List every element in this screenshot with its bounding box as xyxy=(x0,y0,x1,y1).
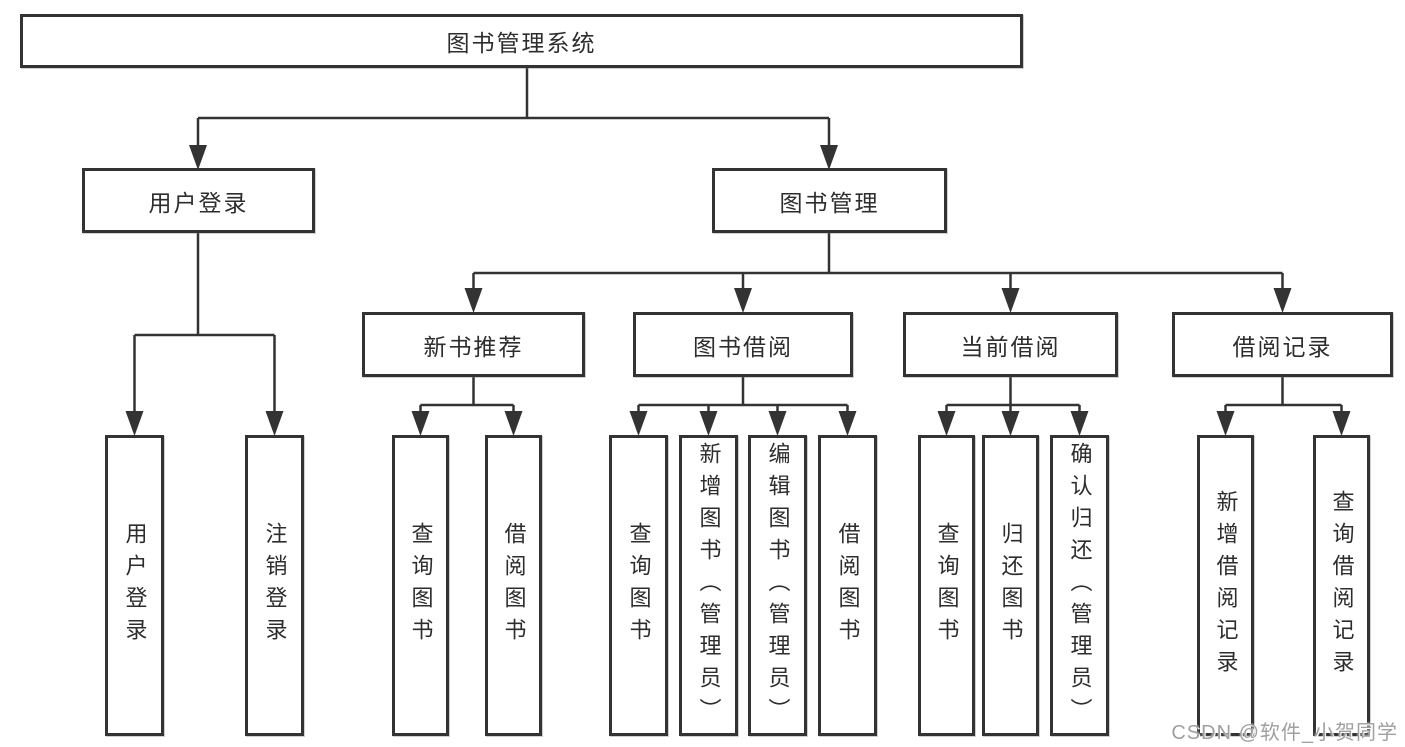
node-box-current-borrowing: 当前借阅 xyxy=(903,312,1118,377)
leaf-label-edit-books-admin: 编辑图书（管理员） xyxy=(765,441,791,730)
leaf-label-logout-login: 注销登录 xyxy=(262,521,288,650)
leaf-box-logout-login: 注销登录 xyxy=(245,435,304,736)
connector-book-borrow-to-leaves xyxy=(637,377,849,413)
leaf-box-borrow-books: 借阅图书 xyxy=(818,435,877,736)
node-label-new-book-recommend: 新书推荐 xyxy=(423,333,524,360)
leaf-label-query-books-current: 查询图书 xyxy=(934,521,960,650)
node-label-root: 图书管理系统 xyxy=(446,30,597,56)
leaf-box-edit-books-admin: 编辑图书（管理员） xyxy=(748,435,807,736)
connector-user-login-to-leaves xyxy=(133,233,276,413)
leaf-box-add-books-admin: 新增图书（管理员） xyxy=(679,435,738,736)
node-box-user-login: 用户登录 xyxy=(82,168,315,233)
connector-current-borrow-to-leaves xyxy=(945,377,1081,413)
node-box-book-management: 图书管理 xyxy=(712,168,947,233)
leaf-label-query-books-new: 查询图书 xyxy=(408,521,434,650)
leaf-box-user-login: 用户登录 xyxy=(105,435,164,736)
leaf-label-add-books-admin: 新增图书（管理员） xyxy=(696,441,722,730)
leaf-label-query-borrow-record: 查询借阅记录 xyxy=(1329,489,1355,682)
leaf-label-user-login: 用户登录 xyxy=(122,521,148,650)
leaf-label-borrow-books: 借阅图书 xyxy=(835,521,861,650)
leaf-box-borrow-books-new: 借阅图书 xyxy=(485,435,542,736)
connector-book-mgmt-to-sections xyxy=(472,233,1284,290)
connector-records-to-leaves xyxy=(1224,377,1343,413)
node-box-book-borrowing: 图书借阅 xyxy=(633,312,853,377)
leaf-label-return-books: 归还图书 xyxy=(998,521,1024,650)
node-label-book-borrowing: 图书借阅 xyxy=(693,333,793,360)
leaf-box-query-books-borrow: 查询图书 xyxy=(609,435,668,736)
connector-root-to-level2 xyxy=(196,68,831,147)
node-label-user-login: 用户登录 xyxy=(148,189,249,216)
arrowheads xyxy=(125,145,1351,436)
leaf-label-borrow-books-new: 借阅图书 xyxy=(501,521,527,650)
leaf-label-confirm-return-admin: 确认归还（管理员） xyxy=(1067,441,1093,730)
leaf-box-query-borrow-record: 查询借阅记录 xyxy=(1313,435,1370,736)
node-box-root: 图书管理系统 xyxy=(20,14,1023,68)
leaf-label-query-books-borrow: 查询图书 xyxy=(626,521,652,650)
leaf-box-add-borrow-record: 新增借阅记录 xyxy=(1197,435,1254,736)
leaf-label-add-borrow-record: 新增借阅记录 xyxy=(1213,489,1239,682)
node-label-borrowing-records: 借阅记录 xyxy=(1232,333,1333,360)
node-label-current-borrowing: 当前借阅 xyxy=(960,333,1061,360)
leaf-box-query-books-new: 查询图书 xyxy=(392,435,449,736)
leaf-box-confirm-return-admin: 确认归还（管理员） xyxy=(1050,435,1109,736)
leaf-box-query-books-current: 查询图书 xyxy=(918,435,975,736)
node-label-book-management: 图书管理 xyxy=(779,189,880,216)
csdn-watermark: CSDN @软件_小贺同学 xyxy=(1171,722,1398,744)
leaf-box-return-books: 归还图书 xyxy=(982,435,1039,736)
node-box-borrowing-records: 借阅记录 xyxy=(1172,312,1393,377)
node-box-new-book-recommend: 新书推荐 xyxy=(362,312,585,377)
connector-new-books-to-leaves xyxy=(419,377,515,413)
